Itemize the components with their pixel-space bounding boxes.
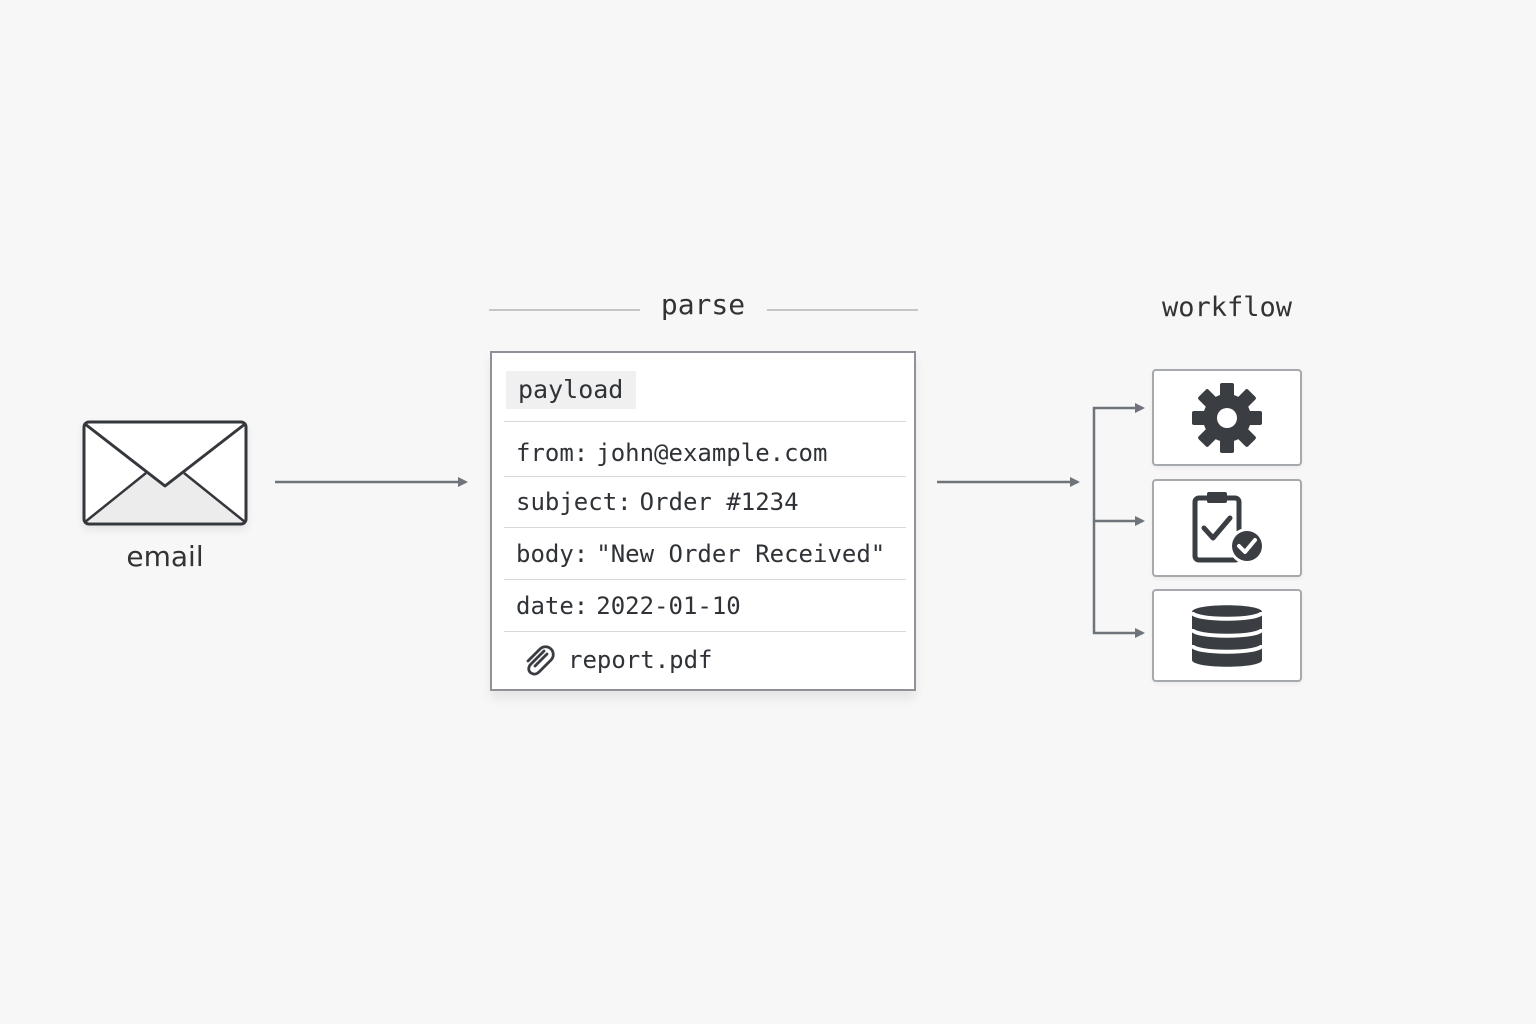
parse-title: parse	[660, 288, 746, 321]
payload-attachment[interactable]: report.pdf	[504, 631, 906, 687]
field-value: 2022-01-10	[596, 592, 741, 620]
payload-card: payload from:john@example.com subject:Or…	[490, 351, 916, 691]
clipboard-check-icon	[1192, 492, 1265, 564]
email-label: email	[126, 540, 204, 573]
payload-field-date: date:2022-01-10	[504, 579, 906, 631]
workflow-step-gear[interactable]	[1152, 369, 1302, 466]
field-key: date:	[516, 592, 589, 620]
payload-header: payload	[506, 371, 636, 409]
payload-field-body: body:"New Order Received"	[504, 527, 906, 579]
workflow-title: workflow	[1161, 292, 1293, 323]
workflow-step-clipboard[interactable]	[1152, 479, 1302, 577]
paperclip-icon	[526, 644, 555, 675]
field-value: john@example.com	[596, 439, 828, 467]
field-key: subject:	[516, 488, 632, 516]
envelope-icon	[82, 420, 248, 526]
field-value: Order #1234	[639, 488, 799, 516]
gear-icon	[1192, 382, 1262, 453]
field-value: "New Order Received"	[596, 540, 886, 568]
database-icon	[1190, 604, 1264, 667]
payload-field-subject: subject:Order #1234	[504, 476, 906, 527]
field-key: body:	[516, 540, 589, 568]
attachment-filename: report.pdf	[568, 645, 713, 674]
field-key: from:	[516, 439, 589, 467]
workflow-step-database[interactable]	[1152, 589, 1302, 682]
payload-field-from: from:john@example.com	[504, 421, 906, 476]
